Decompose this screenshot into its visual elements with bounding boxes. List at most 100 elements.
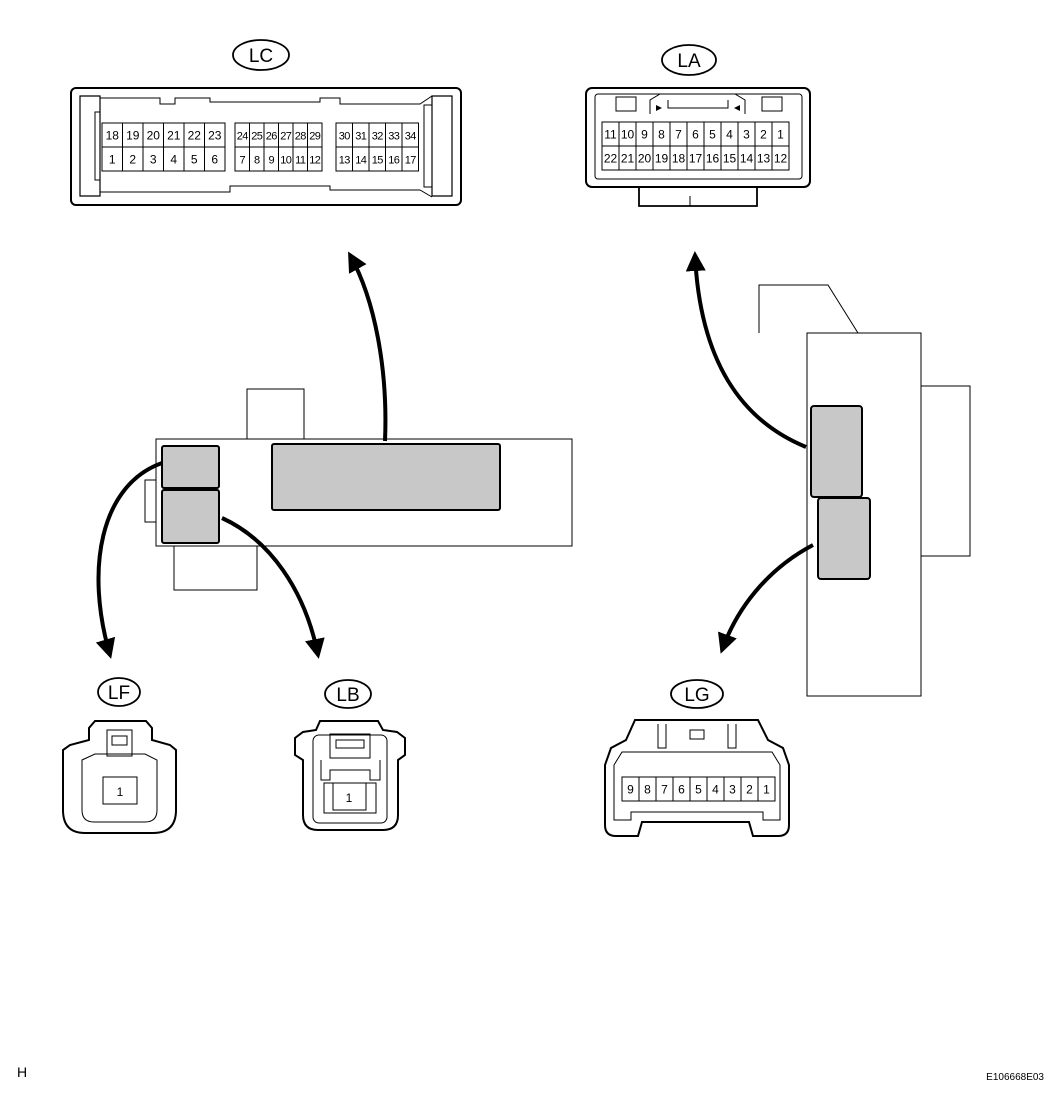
la-pin-7: 7 [675, 128, 682, 142]
la-pin-17: 17 [689, 152, 703, 166]
lg-pin-2: 2 [746, 783, 753, 797]
port-lg [817, 497, 871, 580]
lc-pin-6: 6 [211, 153, 218, 167]
arrow-to-lg [718, 543, 814, 654]
lc-pin-16: 16 [388, 155, 400, 167]
la-pin-14: 14 [740, 152, 754, 166]
lc-pin-14: 14 [355, 155, 367, 167]
lg-pin-5: 5 [695, 783, 702, 797]
lc-pin-11: 11 [295, 155, 306, 167]
la-pin-9: 9 [641, 128, 648, 142]
connector-lb: LB 1 [294, 679, 406, 831]
right-component [758, 284, 971, 697]
la-pin-12: 12 [774, 152, 788, 166]
connector-lf-pin-cell [102, 776, 138, 805]
arrow-to-la [685, 251, 807, 449]
la-pin-15: 15 [723, 152, 737, 166]
connector-lg-label-bubble [670, 679, 724, 709]
connector-la-label-bubble [661, 44, 717, 76]
lc-pin-5: 5 [191, 153, 198, 167]
connector-lf-pin: 1 [117, 785, 124, 799]
connector-lb-pin-cell [332, 782, 367, 811]
connector-lc-label-bubble [232, 39, 290, 71]
lg-pin-3: 3 [729, 783, 736, 797]
lc-pin-30: 30 [339, 131, 351, 143]
connector-lb-label-bubble [324, 679, 372, 709]
lc-pin-cell [204, 146, 226, 172]
lc-pin-23: 23 [208, 129, 222, 143]
lc-pin-15: 15 [372, 155, 384, 167]
port-la [810, 405, 863, 498]
lc-pin-2: 2 [129, 153, 136, 167]
lc-pin-17: 17 [405, 155, 417, 167]
lc-pin-25: 25 [251, 131, 263, 143]
arrow-to-lc [348, 251, 388, 442]
la-pin-2: 2 [760, 128, 767, 142]
connector-lf-label: LF [108, 683, 130, 704]
lc-pin-13: 13 [339, 155, 351, 167]
connector-lf-label-bubble [97, 677, 141, 707]
lg-pin-1: 1 [763, 783, 770, 797]
la-pin-8: 8 [658, 128, 665, 142]
lc-pin-20: 20 [147, 129, 161, 143]
lc-pin-8: 8 [254, 155, 260, 167]
lc-pin-28: 28 [295, 131, 307, 143]
lc-pin-24: 24 [237, 131, 249, 143]
lc-pin-1: 1 [109, 153, 116, 167]
connector-lb-housing [294, 720, 406, 831]
lc-pin-26: 26 [266, 131, 278, 143]
lg-pin-9: 9 [627, 783, 634, 797]
lc-pin-4: 4 [170, 153, 177, 167]
connector-lb-label: LB [336, 685, 359, 706]
connector-lb-pin: 1 [346, 791, 353, 805]
arrow-to-lf [95, 461, 163, 659]
la-pin-3: 3 [743, 128, 750, 142]
lg-pin-6: 6 [678, 783, 685, 797]
arrows [95, 251, 814, 659]
lc-pin-cell [307, 146, 323, 172]
lc-pin-21: 21 [167, 129, 181, 143]
connector-lf: LF 1 [62, 677, 177, 834]
lg-pin-7: 7 [661, 783, 668, 797]
lc-pin-31: 31 [355, 131, 367, 143]
lc-pin-27: 27 [280, 131, 292, 143]
connector-lc-label: LC [249, 46, 273, 67]
lc-pin-10: 10 [280, 155, 292, 167]
la-pin-21: 21 [621, 152, 635, 166]
lc-pin-34: 34 [405, 131, 417, 143]
la-pin-4: 4 [726, 128, 733, 142]
connector-la-label: LA [677, 51, 701, 72]
la-pin-cell [771, 145, 790, 171]
lg-pin-cell [757, 776, 776, 802]
arrow-to-lb [221, 516, 325, 659]
lc-pin-18: 18 [106, 129, 120, 143]
la-pin-16: 16 [706, 152, 720, 166]
footer-left-code: H [17, 1064, 27, 1080]
lg-pin-4: 4 [712, 783, 719, 797]
la-pin-22: 22 [604, 152, 618, 166]
lc-pin-32: 32 [372, 131, 384, 143]
la-pin-18: 18 [672, 152, 686, 166]
lc-pin-33: 33 [388, 131, 400, 143]
connector-la-latch [638, 186, 758, 207]
lc-pin-29: 29 [309, 131, 321, 143]
connector-lg-label: LG [684, 685, 709, 706]
port-lf [161, 445, 220, 489]
la-pin-13: 13 [757, 152, 771, 166]
lc-pin-9: 9 [268, 155, 274, 167]
footer-right-code: E106668E03 [986, 1072, 1044, 1083]
left-component [144, 388, 573, 591]
port-lb [161, 489, 220, 544]
port-lc [271, 443, 501, 511]
la-pin-6: 6 [692, 128, 699, 142]
lg-pin-8: 8 [644, 783, 651, 797]
lc-pin-3: 3 [150, 153, 157, 167]
la-pin-20: 20 [638, 152, 652, 166]
